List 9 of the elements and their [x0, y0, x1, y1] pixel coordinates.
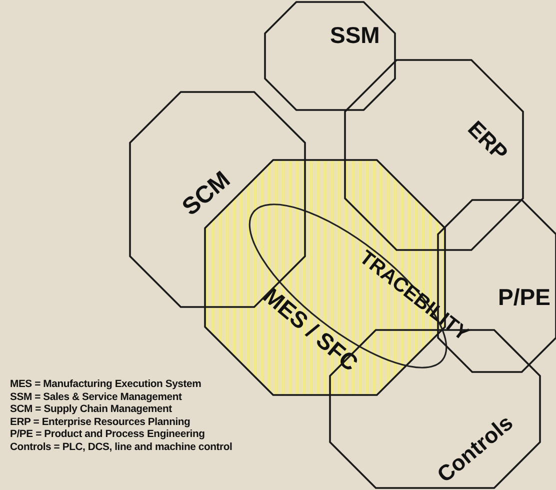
- abbreviation-note: Controls = PLC, DCS, line and machine control: [10, 442, 232, 454]
- abbreviation-note: P/PE = Product and Process Engineering: [10, 429, 206, 442]
- abbreviation-note: SCM = Supply Chain Management: [10, 404, 173, 416]
- abbreviation-note: SSM = Sales & Service Management: [10, 392, 183, 404]
- area-label: SSM: [330, 24, 380, 47]
- area-label: ERP: [464, 117, 512, 165]
- abbreviation-note: MES = Manufacturing Execution System: [10, 379, 202, 392]
- abbreviation-note: ERP = Enterprise Resources Planning: [10, 416, 192, 429]
- area-label: P/PE: [498, 286, 550, 309]
